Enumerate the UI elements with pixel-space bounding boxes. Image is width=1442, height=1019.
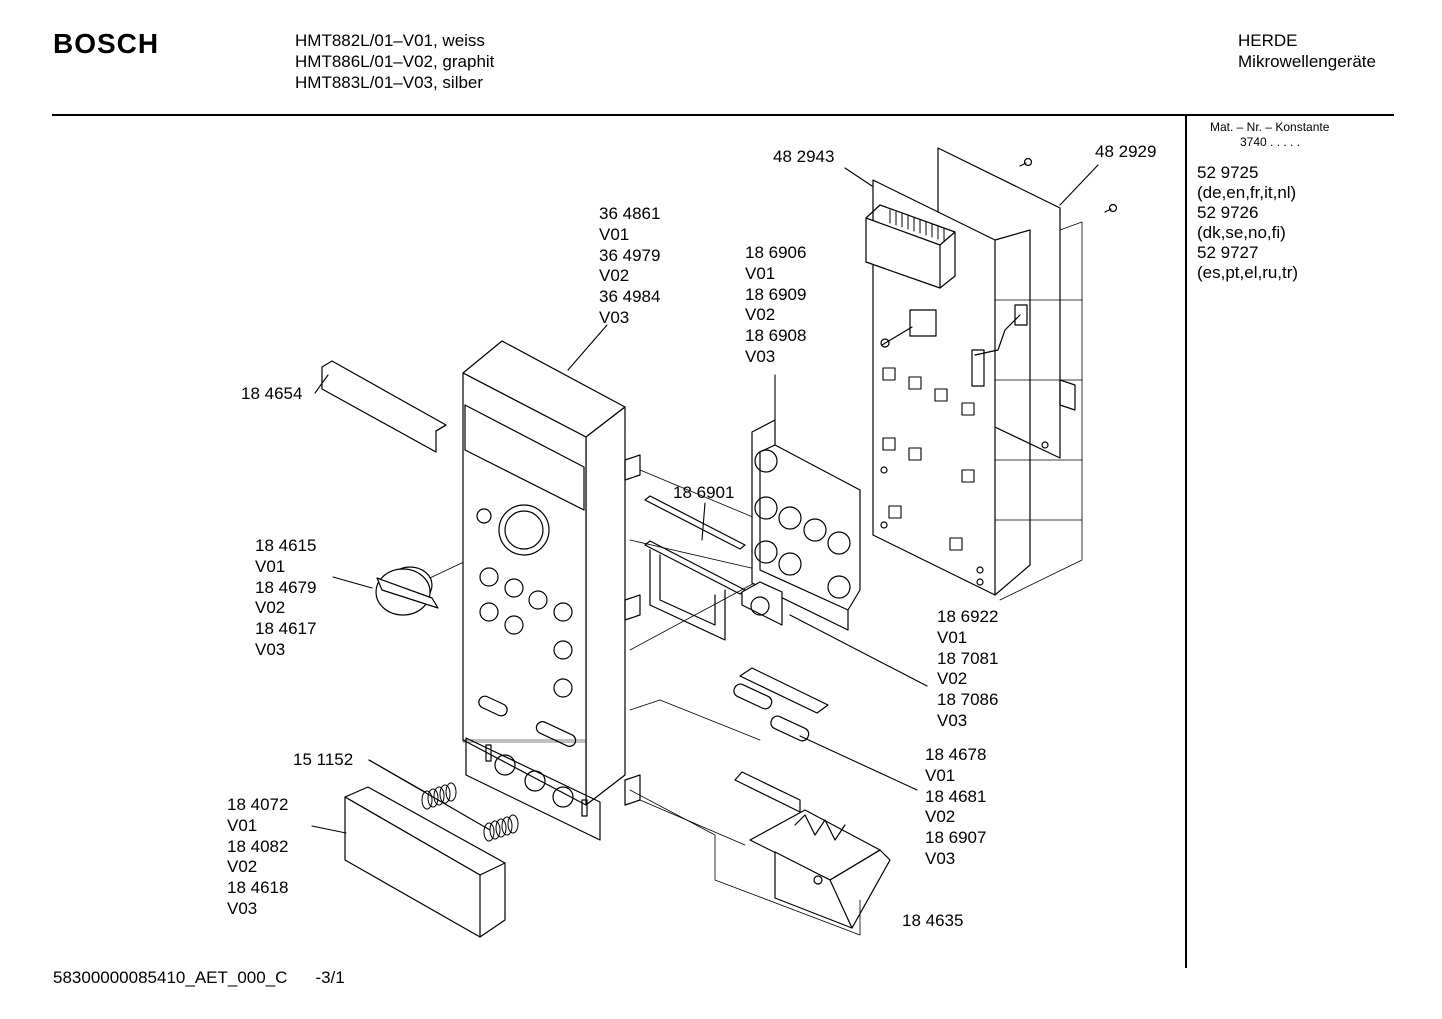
part-number: 48 2929 xyxy=(1095,142,1157,161)
door-button xyxy=(345,787,505,937)
variant: V03 xyxy=(599,307,630,327)
part-number: 18 4678 xyxy=(925,745,987,764)
part-label-18-6901: 18 6901 xyxy=(673,483,734,504)
variant: V01 xyxy=(937,627,968,647)
part-label-48-2929: 48 2929 xyxy=(1095,142,1156,163)
category-line: HERDE xyxy=(1238,31,1298,50)
variant: V02 xyxy=(227,857,258,877)
header-divider xyxy=(52,114,1394,116)
part-number: 18 6906 xyxy=(745,243,807,262)
part-label-18-4615: 18 4615 V01 18 4679 V02 18 4617 V03 xyxy=(255,536,316,661)
variant: V03 xyxy=(937,710,968,730)
part-number: 18 6908 xyxy=(745,326,807,346)
part-number: 18 4681 xyxy=(925,786,987,806)
part-number: 36 4861 xyxy=(599,204,661,223)
slide-key xyxy=(732,668,828,743)
document-number: 52 9726 xyxy=(1197,203,1259,222)
variant: V02 xyxy=(745,305,776,325)
rotary-knob xyxy=(376,567,438,615)
leader-lines xyxy=(312,165,1098,833)
spring-icon xyxy=(484,815,518,841)
sidebar-divider xyxy=(1185,116,1187,968)
model-line: HMT883L/01–V03, silber xyxy=(295,73,484,92)
part-number: 36 4979 xyxy=(599,245,661,265)
part-label-18-4654: 18 4654 xyxy=(241,384,302,405)
variant: V02 xyxy=(925,807,956,827)
variant: V01 xyxy=(599,224,630,244)
part-number: 18 6909 xyxy=(745,284,807,304)
control-panel-fascia xyxy=(463,341,640,840)
screw-icon xyxy=(1020,159,1032,167)
document-list: 52 9725 (de,en,fr,it,nl) 52 9726 (dk,se,… xyxy=(1197,163,1298,283)
variant: V01 xyxy=(227,815,258,835)
part-label-48-2943: 48 2943 xyxy=(773,147,834,168)
document-languages: (es,pt,el,ru,tr) xyxy=(1197,263,1299,282)
part-number: 18 6901 xyxy=(673,483,735,502)
document-number: 52 9727 xyxy=(1197,243,1259,262)
brand-logo: BOSCH xyxy=(53,28,160,59)
footer-document-id: 58300000085410_AET_000_C -3/1 xyxy=(53,968,345,988)
document-languages: (de,en,fr,it,nl) xyxy=(1197,183,1297,202)
part-number: 18 4082 xyxy=(227,836,289,856)
screw-icon xyxy=(1105,205,1117,213)
variant: V03 xyxy=(227,898,258,918)
material-number-label: Mat. – Nr. – Konstante xyxy=(1210,120,1330,134)
part-number: 18 4654 xyxy=(241,384,303,403)
part-label-18-4635: 18 4635 xyxy=(902,911,963,932)
part-number: 18 6922 xyxy=(937,607,999,626)
part-number: 18 7086 xyxy=(937,690,999,710)
part-number: 18 6907 xyxy=(925,828,987,848)
variant: V02 xyxy=(937,669,968,689)
model-list: HMT882L/01–V01, weiss HMT886L/01–V02, gr… xyxy=(295,30,494,93)
part-number: 18 4635 xyxy=(902,911,964,930)
button-holder xyxy=(742,420,860,630)
material-constant: 3740 . . . . . xyxy=(1240,135,1301,149)
part-number: 48 2943 xyxy=(773,147,835,166)
part-label-18-4678: 18 4678 V01 18 4681 V02 18 6907 V03 xyxy=(925,745,986,870)
variant: V03 xyxy=(255,639,286,659)
variant: V02 xyxy=(599,266,630,286)
variant: V03 xyxy=(925,848,956,868)
part-number: 18 7081 xyxy=(937,648,999,668)
panel-buttons xyxy=(480,568,572,697)
spring-icon xyxy=(422,783,456,809)
latch-bracket xyxy=(735,772,890,928)
variant: V01 xyxy=(255,556,286,576)
part-number: 15 1152 xyxy=(293,750,354,769)
control-pcb xyxy=(866,148,1075,595)
model-line: HMT882L/01–V01, weiss xyxy=(295,31,485,50)
part-number: 18 4618 xyxy=(227,878,289,898)
part-label-15-1152: 15 1152 xyxy=(293,750,353,771)
document-code: 58300000085410_AET_000_C xyxy=(53,968,288,987)
part-number: 18 4072 xyxy=(227,795,289,814)
part-label-18-6906: 18 6906 V01 18 6909 V02 18 6908 V03 xyxy=(745,243,806,368)
display-window xyxy=(322,361,446,452)
variant: V01 xyxy=(925,765,956,785)
product-category: HERDE Mikrowellengeräte xyxy=(1238,30,1376,72)
part-label-18-6922: 18 6922 V01 18 7081 V02 18 7086 V03 xyxy=(937,607,998,732)
part-label-36-4861: 36 4861 V01 36 4979 V02 36 4984 V03 xyxy=(599,204,660,329)
part-number: 18 4617 xyxy=(255,619,317,639)
variant: V01 xyxy=(745,263,776,283)
display-pins xyxy=(890,210,944,241)
part-label-18-4072: 18 4072 V01 18 4082 V02 18 4618 V03 xyxy=(227,795,288,920)
document-number: 52 9725 xyxy=(1197,163,1259,182)
part-number: 18 4615 xyxy=(255,536,317,555)
variant: V02 xyxy=(255,598,286,618)
part-number: 36 4984 xyxy=(599,287,661,307)
variant: V03 xyxy=(745,346,776,366)
part-number: 18 4679 xyxy=(255,577,317,597)
pcb-switches xyxy=(883,368,974,550)
key-frame xyxy=(645,496,745,640)
page-number: -3/1 xyxy=(315,968,345,987)
model-line: HMT886L/01–V02, graphit xyxy=(295,52,495,71)
category-line: Mikrowellengeräte xyxy=(1238,52,1376,71)
document-languages: (dk,se,no,fi) xyxy=(1197,223,1286,242)
